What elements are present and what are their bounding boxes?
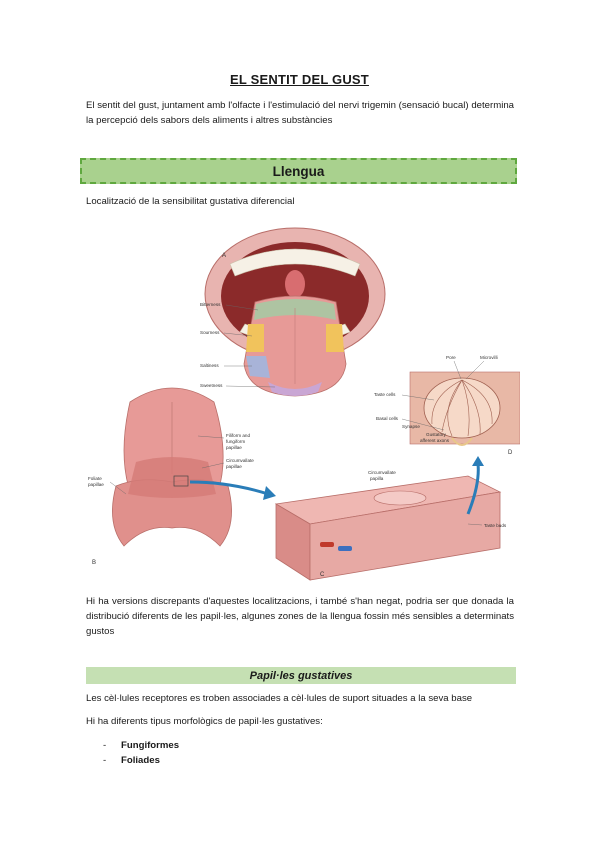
document-title: EL SENTIT DEL GUST — [230, 72, 369, 87]
intro-paragraph: El sentit del gust, juntament amb l'olfa… — [86, 100, 514, 126]
salty-zone — [246, 356, 270, 378]
tongue-illustration: A Bitterness Sourness Saltiness Sweetnes… — [88, 227, 520, 581]
sour-zone-left — [246, 324, 264, 352]
sweet-zone — [268, 382, 322, 396]
label-gustatory: Gustatory — [426, 432, 447, 437]
label-afferent: afferent axons — [420, 438, 450, 443]
label-sourness: Sourness — [200, 330, 220, 335]
panel-b-tongue — [112, 387, 232, 547]
label-circumvallate: Circumvallate — [226, 458, 254, 463]
label-filiform: Filiform and — [226, 433, 250, 438]
section-banner: Llengua — [80, 158, 517, 184]
label-saltiness: Saltiness — [200, 363, 219, 368]
subsection-heading: Papil·les gustatives — [86, 667, 516, 684]
list-item-label: Foliades — [121, 755, 160, 766]
panel-a-mouth — [204, 227, 386, 397]
list-item: - Foliades — [103, 753, 179, 768]
label-microvilli: Microvilli — [480, 355, 498, 360]
label-papillae-2: papillae — [226, 464, 242, 469]
label-pore: Pore — [446, 355, 456, 360]
label-taste-cells: Taste cells — [374, 392, 396, 397]
label-bitterness: Bitterness — [200, 302, 221, 307]
types-line: Hi ha diferents tipus morfològics de pap… — [86, 716, 323, 727]
label-circumvallate-2: Circumvallate — [368, 470, 396, 475]
label-synapse: Synapse — [402, 424, 420, 429]
sour-zone-right — [326, 324, 344, 352]
list-dash: - — [103, 740, 107, 751]
receptor-line: Les cèl·lules receptores es troben assoc… — [86, 693, 473, 704]
label-panel-a: A — [222, 253, 226, 259]
papillae-list: - Fungiformes - Foliades — [103, 738, 179, 768]
list-item: - Fungiformes — [103, 738, 179, 753]
label-panel-b: B — [92, 560, 96, 566]
label-fungiform: fungiform — [226, 439, 245, 444]
label-foliate: Foliate — [88, 476, 102, 481]
banner-title: Llengua — [272, 163, 325, 179]
discrepancy-paragraph: Hi ha versions discrepants d'aquestes lo… — [86, 596, 514, 637]
panel-c-tissue — [274, 475, 502, 581]
label-sweetness: Sweetness — [200, 383, 223, 388]
label-taste-buds: Taste buds — [484, 523, 507, 528]
label-papillae-1: papillae — [226, 445, 242, 450]
label-papillae-3: papillae — [88, 482, 104, 487]
figure-caption: Localització de la sensibilitat gustativ… — [86, 196, 295, 207]
label-panel-c: C — [320, 572, 325, 578]
list-item-label: Fungiformes — [121, 740, 180, 751]
label-papilla: papilla — [370, 476, 384, 481]
panel-d-taste-bud — [409, 371, 520, 446]
label-basal-cells: Basal cells — [376, 416, 399, 421]
list-dash: - — [103, 755, 107, 766]
label-panel-d: D — [508, 450, 513, 456]
